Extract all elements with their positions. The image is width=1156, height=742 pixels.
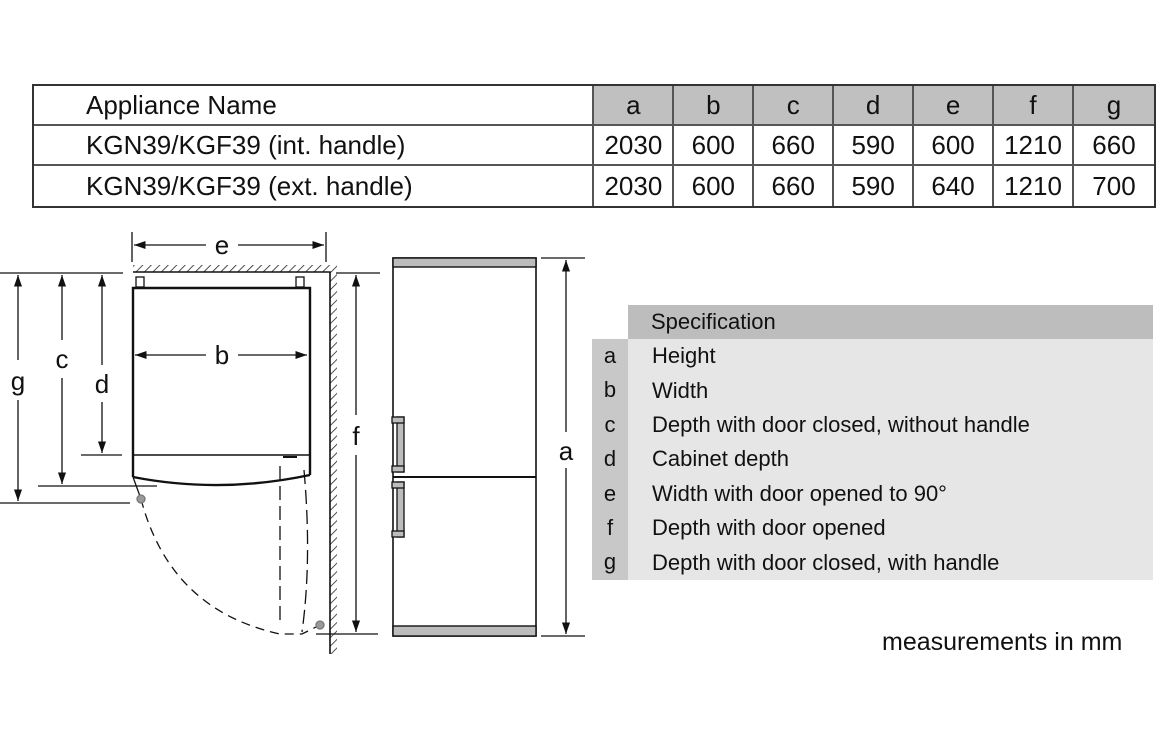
value-b: 600	[674, 166, 755, 206]
hinge-point	[136, 494, 146, 504]
spec-text: Depth with door closed, with handle	[652, 549, 1000, 575]
value-c: 660	[754, 126, 835, 166]
table-header-row: Appliance Name a b c d e f g	[34, 86, 1154, 126]
specification-title: Specification	[628, 305, 1153, 339]
wall-side-hatch	[330, 272, 337, 654]
spec-letter: c	[592, 407, 628, 443]
cabinet-foot	[135, 276, 145, 288]
cabinet-foot	[295, 276, 305, 288]
label-a: a	[559, 436, 574, 466]
spec-letter: e	[592, 476, 628, 511]
spec-text: Depth with door opened	[652, 515, 886, 541]
spec-text: Cabinet depth	[652, 446, 789, 472]
header-appliance-name: Appliance Name	[34, 86, 595, 126]
fridge-bottom-band	[392, 625, 537, 637]
value-d: 590	[834, 126, 915, 166]
label-f: f	[352, 421, 360, 451]
value-f: 1210	[994, 166, 1074, 206]
label-b: b	[215, 340, 229, 370]
value-a: 2030	[594, 126, 675, 166]
header-a: a	[594, 86, 675, 126]
cabinet-outline	[131, 286, 312, 477]
fridge-front	[392, 257, 537, 637]
header-c: c	[754, 86, 835, 126]
spec-item: a Height	[592, 339, 1153, 374]
spec-item: d Cabinet depth	[592, 442, 1153, 477]
label-c: c	[56, 344, 69, 374]
table-row: KGN39/KGF39 (ext. handle) 2030 600 660 5…	[34, 166, 1154, 206]
door-closed	[132, 473, 311, 487]
door-swing-arc	[140, 498, 321, 635]
value-g: 700	[1092, 170, 1136, 201]
value-e: 640	[914, 166, 995, 206]
spec-item: e Width with door opened to 90°	[592, 476, 1153, 511]
value-g: 660	[1073, 126, 1154, 166]
value-f: 1210	[994, 126, 1074, 166]
value-a: 2030	[594, 166, 675, 206]
value-d: 590	[834, 166, 915, 206]
measurement-unit-note: measurements in mm	[882, 628, 1123, 656]
spec-letter: g	[592, 545, 628, 580]
spec-letter: a	[592, 339, 628, 374]
appliance-name: KGN39/KGF39 (ext. handle)	[34, 166, 595, 206]
spec-text: Width	[652, 377, 709, 403]
value-e: 600	[914, 126, 995, 166]
header-d: d	[834, 86, 915, 126]
spec-letter: d	[592, 442, 628, 477]
spec-item: b Width	[592, 373, 1153, 408]
appliance-name: KGN39/KGF39 (int. handle)	[34, 126, 595, 166]
value-c: 660	[754, 166, 835, 206]
label-d: d	[95, 369, 109, 399]
upper-handle	[391, 416, 405, 473]
spec-text: Width with door opened to 90°	[652, 480, 947, 506]
header-f: f	[994, 86, 1074, 126]
wall-top-hatch	[133, 265, 337, 272]
spec-text: Height	[652, 343, 716, 369]
spec-letter: b	[592, 373, 628, 408]
value-b: 600	[674, 126, 755, 166]
spec-item: g Depth with door closed, with handle	[592, 545, 1153, 580]
dimension-table: Appliance Name a b c d e f g KGN39/KGF39…	[32, 84, 1156, 208]
label-e: e	[215, 230, 229, 260]
header-g: g	[1073, 86, 1154, 126]
spec-item: f Depth with door opened	[592, 510, 1153, 546]
label-g: g	[11, 366, 25, 396]
spec-item: c Depth with door closed, without handle	[592, 407, 1153, 443]
header-e: e	[914, 86, 995, 126]
spec-letter: f	[592, 510, 628, 546]
header-b: b	[674, 86, 755, 126]
lower-handle	[391, 481, 405, 538]
wall-line	[133, 271, 331, 654]
door-open-handle-line	[301, 469, 309, 633]
fridge-top-band	[392, 257, 537, 268]
hinge-point	[315, 620, 325, 630]
spec-text: Depth with door closed, without handle	[652, 411, 1030, 437]
table-row: KGN39/KGF39 (int. handle) 2030 600 660 5…	[34, 126, 1154, 166]
